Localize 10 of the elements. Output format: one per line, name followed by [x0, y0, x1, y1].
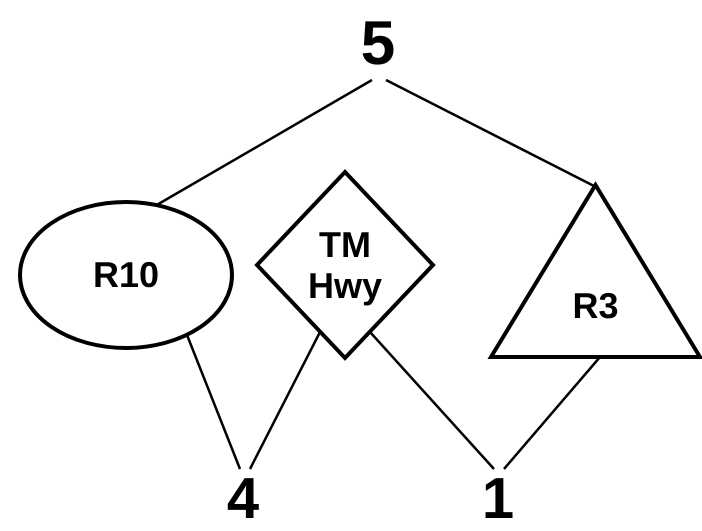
- connector-line: [248, 331, 322, 470]
- connector-line: [369, 331, 495, 470]
- number-label: 4: [226, 466, 260, 531]
- node-label: R10: [92, 254, 160, 296]
- node-label: R3: [572, 285, 619, 327]
- number-label: 1: [482, 466, 514, 531]
- connector-line: [385, 78, 595, 188]
- node-label: TM Hwy: [306, 224, 384, 306]
- number-label: 5: [360, 8, 396, 80]
- connector-line: [186, 334, 242, 470]
